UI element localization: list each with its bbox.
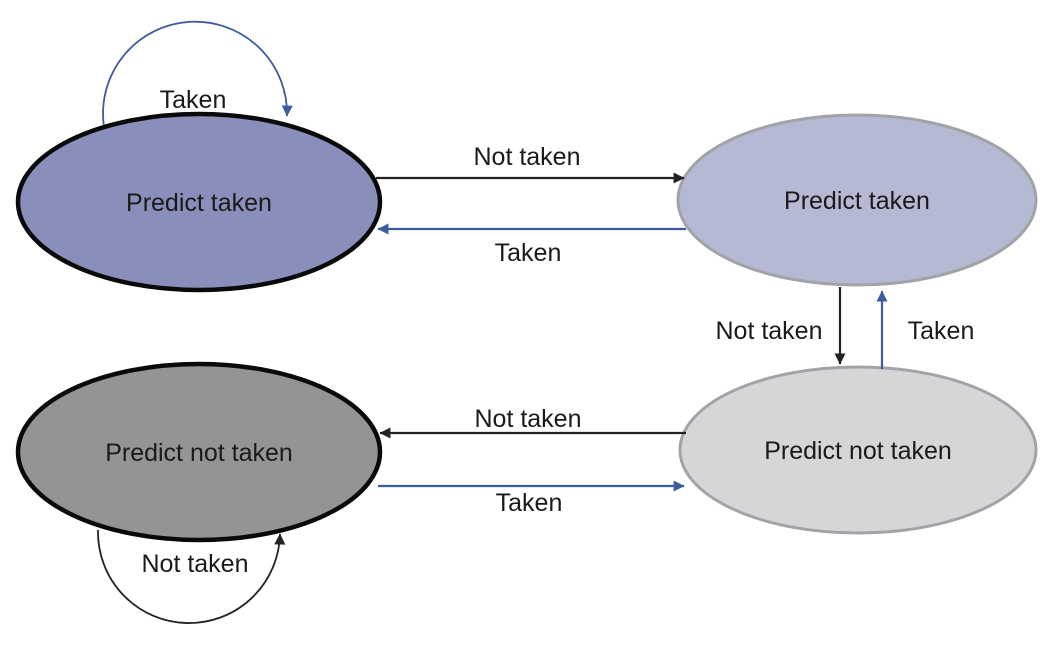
node-label-predict-taken-strong: Predict taken bbox=[126, 189, 272, 217]
edge-not-taken-self-loop-bottom bbox=[97, 529, 286, 624]
edge-label-not-taken-self-loop: Not taken bbox=[141, 550, 248, 578]
edge-label-not-taken-bottom: Not taken bbox=[474, 405, 581, 433]
edge-label-taken-bottom: Taken bbox=[496, 489, 563, 517]
edge-label-taken-top: Taken bbox=[495, 239, 562, 267]
node-label-predict-not-taken-weak: Predict not taken bbox=[764, 437, 952, 465]
edge-taken-self-loop-top bbox=[102, 20, 293, 128]
node-label-predict-taken-weak: Predict taken bbox=[784, 187, 930, 215]
node-predict-taken-weak bbox=[676, 113, 1038, 287]
node-predict-not-taken-strong bbox=[15, 361, 383, 543]
edge-label-not-taken-top: Not taken bbox=[473, 143, 580, 171]
node-predict-taken-strong bbox=[15, 111, 383, 293]
edge-label-taken-self-loop: Taken bbox=[160, 86, 227, 114]
edge-label-taken-vertical: Taken bbox=[908, 317, 975, 345]
node-label-predict-not-taken-strong: Predict not taken bbox=[105, 439, 293, 467]
edge-label-not-taken-vertical: Not taken bbox=[715, 317, 822, 345]
node-predict-not-taken-weak bbox=[678, 365, 1038, 535]
